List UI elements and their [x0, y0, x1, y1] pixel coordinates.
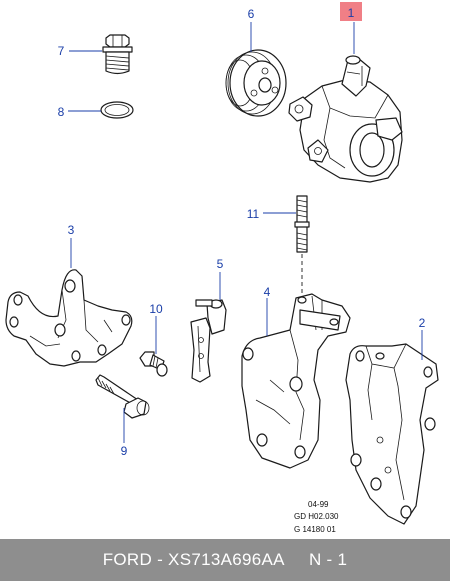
part-7-plug[interactable]: [102, 34, 133, 75]
part-3-bracket[interactable]: [5, 269, 133, 367]
exploded-view-drawing: 1 6 7 8 3 11 5 4 10 2 9 04-99 GD H02.030…: [5, 2, 439, 534]
callout-leaders: [68, 22, 423, 443]
part-1-power-steering-pump[interactable]: [288, 55, 403, 183]
reference-drawing-number: G 14180 01: [294, 525, 336, 534]
callout-9[interactable]: 9: [121, 444, 128, 458]
reference-code: GD H02.030: [294, 512, 339, 521]
part-2-bracket[interactable]: [345, 343, 439, 525]
reference-block: 04-99 GD H02.030 G 14180 01: [294, 500, 339, 534]
part-4-main-bracket[interactable]: [241, 293, 351, 469]
callout-1-highlight: [340, 2, 362, 21]
callout-3[interactable]: 3: [68, 223, 75, 237]
callout-6[interactable]: 6: [248, 7, 255, 21]
part-11-stud[interactable]: [294, 195, 310, 253]
part-number-footer: FORD - XS713A696AA N - 1: [0, 539, 450, 581]
part-9-bolt[interactable]: [95, 374, 150, 419]
reference-date: 04-99: [308, 500, 329, 509]
part-10-bolt[interactable]: [139, 351, 168, 377]
footer-part-label: FORD - XS713A696AA N - 1: [102, 550, 348, 569]
callout-11[interactable]: 11: [247, 207, 260, 221]
part-5-bracket[interactable]: [190, 299, 227, 383]
part-8-o-ring[interactable]: [100, 101, 134, 119]
callout-10[interactable]: 10: [149, 302, 163, 316]
callout-1[interactable]: 1: [348, 6, 355, 20]
callout-4[interactable]: 4: [264, 285, 271, 299]
callout-2[interactable]: 2: [419, 316, 426, 330]
callout-8[interactable]: 8: [58, 105, 65, 119]
part-6-pulley[interactable]: [225, 49, 287, 117]
callout-7[interactable]: 7: [58, 44, 65, 58]
callout-5[interactable]: 5: [217, 257, 224, 271]
